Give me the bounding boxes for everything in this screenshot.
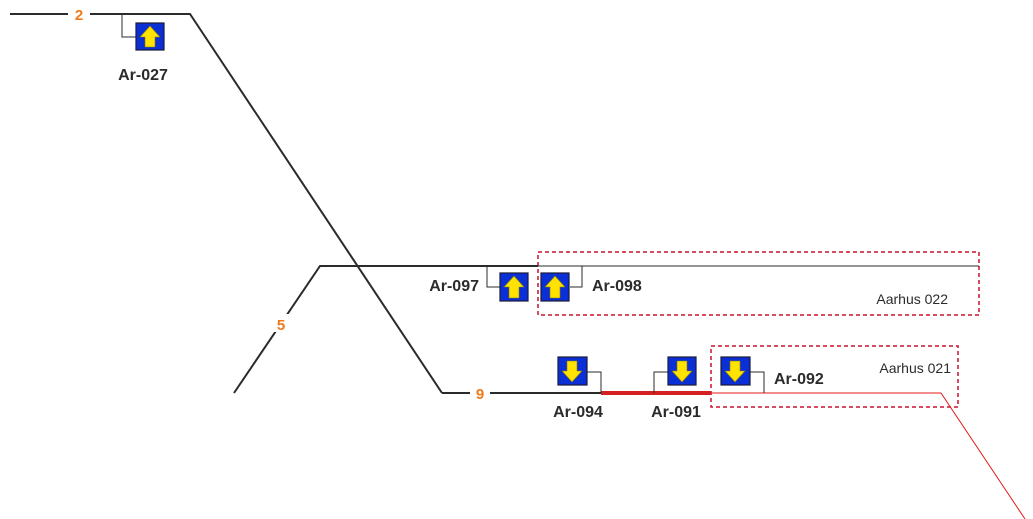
track-number-5-backing [272,314,290,332]
signal-stem [486,266,500,288]
arrow-up-icon [544,275,566,299]
track-number-5: 5 [277,317,285,334]
signal-label: Ar-027 [118,67,168,84]
zone-aarhus-022-boundary[interactable] [537,251,980,316]
arrow-down-icon [561,360,583,383]
signal-stem [587,371,602,393]
track-5-line[interactable] [233,265,538,394]
zone-aarhus-021-label: Aarhus 021 [879,360,951,376]
signal-label: Ar-094 [553,404,603,421]
signal-stem [121,14,136,38]
track-number-9: 9 [476,386,484,403]
signal-stem [750,371,765,393]
signal-ar-094[interactable]: Ar-094 [553,356,603,421]
signal-stem [570,266,583,288]
track-number-2-backing [68,5,90,23]
track-2-line[interactable] [10,13,443,394]
signal-ar-027[interactable]: Ar-027 [118,14,168,84]
arrow-down-icon [671,360,693,383]
arrow-up-icon [139,25,161,48]
signal-stem [653,371,668,393]
signal-label: Ar-092 [774,371,824,388]
signal-ar-091[interactable]: Ar-091 [651,356,701,421]
signal-label: Ar-098 [592,278,642,295]
signal-ar-097[interactable]: Ar-097 [429,266,529,302]
zone-aarhus-022-label: Aarhus 022 [876,291,948,307]
track-number-2: 2 [75,7,83,24]
arrow-up-icon [503,275,525,299]
track-number-9-backing [470,384,490,402]
signal-label: Ar-097 [429,278,479,295]
arrow-down-icon [724,360,746,383]
signal-ar-098[interactable]: Ar-098 [540,266,642,302]
route-line[interactable] [711,392,1026,519]
signal-label: Ar-091 [651,404,701,421]
signal-ar-092[interactable]: Ar-092 [720,356,824,393]
